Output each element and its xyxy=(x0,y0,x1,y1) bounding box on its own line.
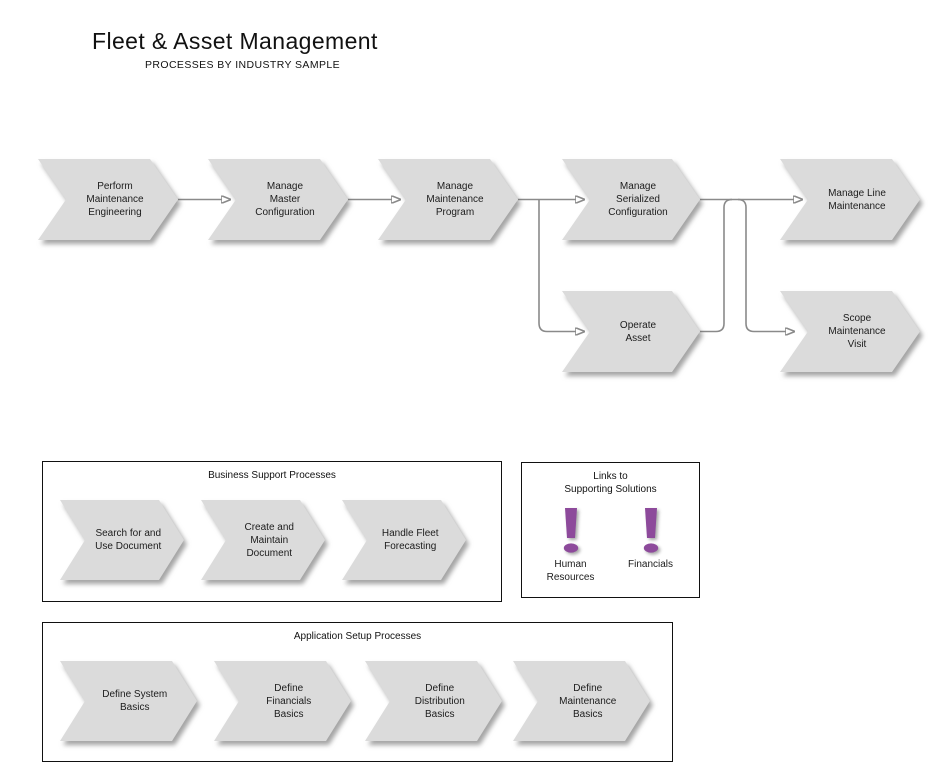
application-setup-box: Application Setup Processes Define Syste… xyxy=(42,622,673,762)
exclamation-icon xyxy=(563,508,578,553)
application-setup-title: Application Setup Processes xyxy=(293,631,422,642)
business-support-box: Business Support Processes Search for an… xyxy=(42,461,502,602)
process-scope-maintenance-visit[interactable]: Scope Maintenance Visit xyxy=(780,291,920,372)
process-search-for-and-use-document[interactable]: Search for and Use Document xyxy=(60,500,184,580)
process-operate-asset[interactable]: Operate Asset xyxy=(562,291,700,372)
link-label: Financials xyxy=(627,559,674,570)
link-human-resources[interactable]: Human Resources xyxy=(539,507,603,584)
chevron-shape xyxy=(38,159,178,240)
chevron-shape xyxy=(342,500,466,580)
page-subtitle: PROCESSES BY INDUSTRY SAMPLE xyxy=(145,59,341,71)
chevron-shape xyxy=(60,500,184,580)
process-manage-master-configuration[interactable]: Manage Master Configuration xyxy=(208,159,348,240)
chevron-shape xyxy=(513,661,650,741)
links-title: Links to Supporting Solutions xyxy=(564,471,657,495)
process-define-distribution-basics[interactable]: Define Distribution Basics xyxy=(365,661,502,741)
process-handle-fleet-forecasting[interactable]: Handle Fleet Forecasting xyxy=(342,500,466,580)
chevron-shape xyxy=(562,291,700,372)
link-financials[interactable]: Financials xyxy=(619,507,683,584)
process-define-system-basics[interactable]: Define System Basics xyxy=(60,661,197,741)
links-row: Human Resources Financials xyxy=(522,507,699,584)
links-supporting-solutions-box: Links to Supporting Solutions Human Reso… xyxy=(521,462,700,598)
chevron-shape xyxy=(201,500,325,580)
process-define-financials-basics[interactable]: Define Financials Basics xyxy=(214,661,351,741)
page-title: Fleet & Asset Management xyxy=(92,28,378,54)
process-manage-serialized-configuration[interactable]: Manage Serialized Configuration xyxy=(562,159,700,240)
flow-line xyxy=(700,198,733,333)
business-support-title: Business Support Processes xyxy=(208,470,336,481)
process-create-and-maintain-document[interactable]: Create and Maintain Document xyxy=(201,500,325,580)
chevron-shape xyxy=(214,661,351,741)
process-manage-maintenance-program[interactable]: Manage Maintenance Program xyxy=(378,159,518,240)
chevron-shape xyxy=(780,159,920,240)
flow-arrow xyxy=(737,198,786,332)
chevron-shape xyxy=(208,159,348,240)
chevron-shape xyxy=(365,661,502,741)
chevron-shape xyxy=(378,159,518,240)
link-label: Human Resources xyxy=(546,559,595,583)
process-perform-maintenance-engineering[interactable]: Perform Maintenance Engineering xyxy=(38,159,178,240)
process-manage-line-maintenance[interactable]: Manage Line Maintenance xyxy=(780,159,920,240)
chevron-shape xyxy=(60,661,197,741)
process-define-maintenance-basics[interactable]: Define Maintenance Basics xyxy=(513,661,650,741)
chevron-shape xyxy=(562,159,700,240)
exclamation-icon xyxy=(643,508,658,553)
chevron-shape xyxy=(780,291,920,372)
